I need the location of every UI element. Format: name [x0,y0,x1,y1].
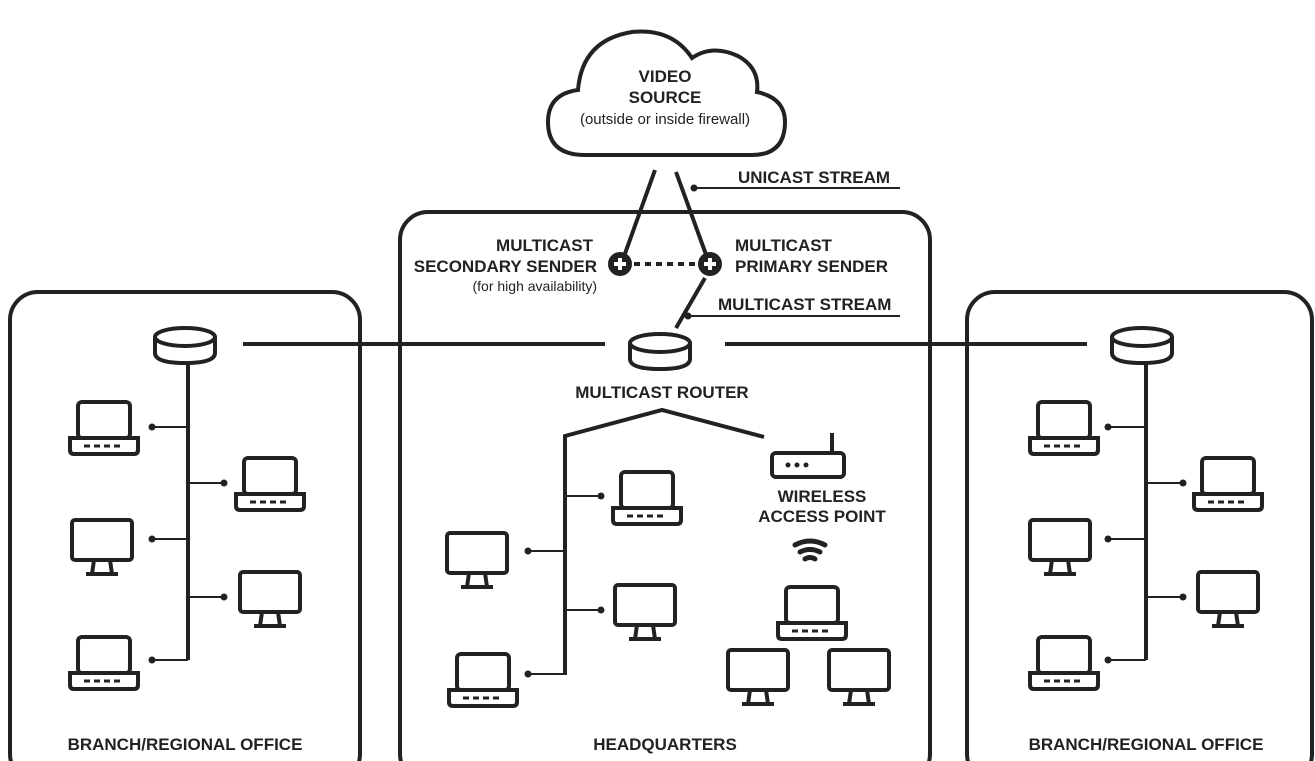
primary-sender-label-line2: PRIMARY SENDER [735,257,888,276]
secondary-sender-label-line2: SECONDARY SENDER [414,257,597,276]
zone-left-label: BRANCH/REGIONAL OFFICE [68,735,303,754]
secondary-sender-node-icon [606,250,634,278]
zone-center-label: HEADQUARTERS [593,735,737,754]
left-monitor-1-icon [70,518,134,576]
wireless-label-line1: WIRELESS [778,487,867,506]
cloud-title-line2: SOURCE [629,88,702,107]
hq-wireless-laptop-icon [776,585,848,641]
hq-wireless-monitor-1-icon [726,648,790,706]
zone-right-label: BRANCH/REGIONAL OFFICE [1029,735,1264,754]
cloud-icon [545,29,788,157]
hq-laptop-2-icon [611,470,683,526]
right-monitor-1-icon [1028,518,1092,576]
right-router-icon [1110,326,1174,365]
unicast-stream-label: UNICAST STREAM [738,168,890,187]
left-monitor-2-icon [238,570,302,628]
secondary-sender-label-line1: MULTICAST [496,236,594,255]
hq-monitor-2-icon [613,583,677,641]
primary-sender-node-icon [696,250,724,278]
zone-center-box [398,210,932,761]
right-monitor-2-icon [1196,570,1260,628]
left-laptop-1-icon [68,400,140,456]
left-laptop-3-icon [234,456,306,512]
multicast-stream-label: MULTICAST STREAM [718,295,891,314]
cloud-title-line1: VIDEO [639,67,692,86]
wifi-signal-icon [792,538,828,562]
multicast-router-label: MULTICAST ROUTER [575,383,748,402]
cloud-subtitle: (outside or inside firewall) [580,111,750,128]
left-laptop-2-icon [68,635,140,691]
zone-right-box [965,290,1314,761]
hq-wireless-monitor-2-icon [827,648,891,706]
hq-monitor-1-icon [445,531,509,589]
hq-laptop-1-icon [447,652,519,708]
wifi-router-icon [770,433,846,479]
secondary-sender-note: (for high availability) [473,278,598,294]
right-laptop-2-icon [1028,635,1100,691]
wireless-label-line2: ACCESS POINT [758,507,886,526]
left-router-icon [153,326,217,365]
center-router-icon [628,332,692,371]
zone-left-box [8,290,362,761]
right-laptop-1-icon [1028,400,1100,456]
right-laptop-3-icon [1192,456,1264,512]
primary-sender-label-line1: MULTICAST [735,236,833,255]
